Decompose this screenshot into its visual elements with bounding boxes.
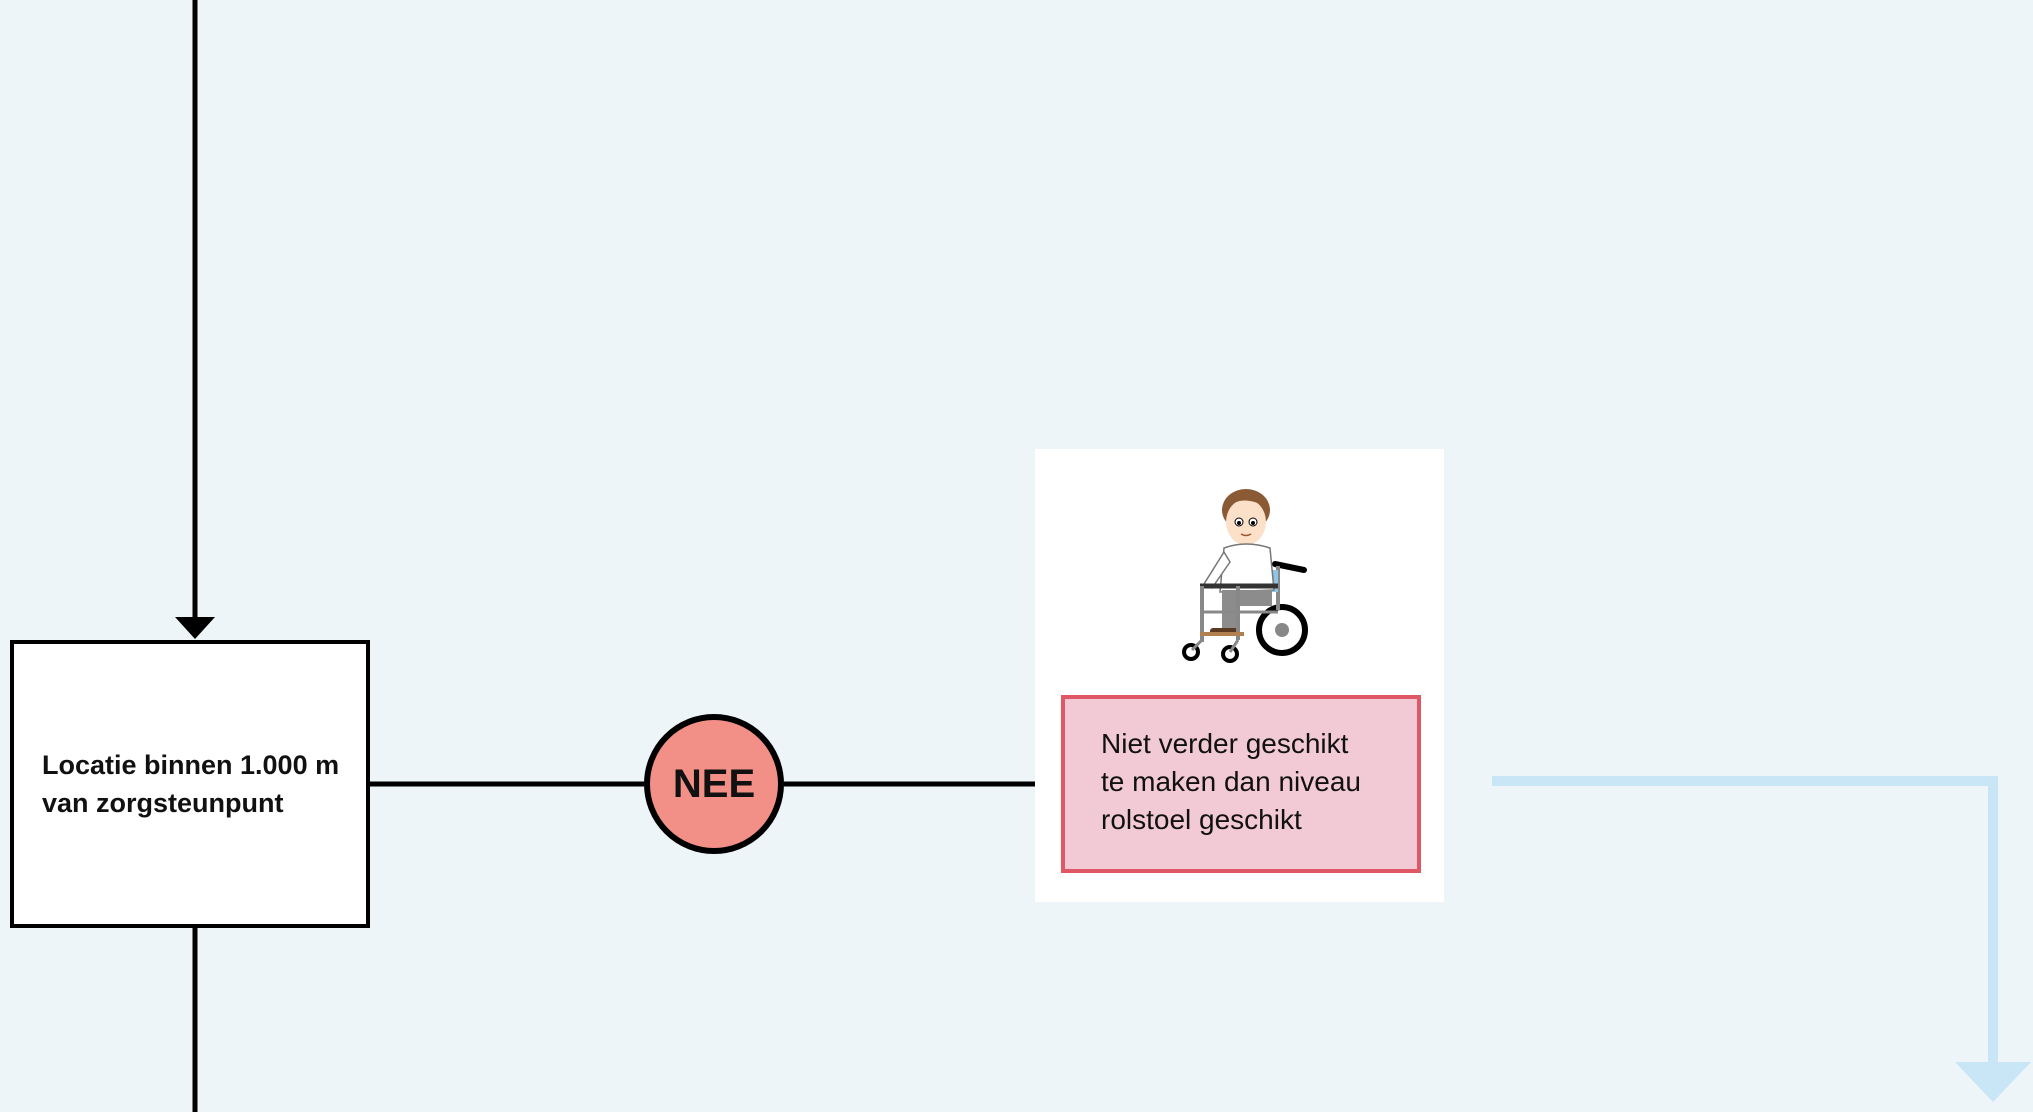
- wheelchair-user-icon: [1180, 482, 1330, 672]
- outcome-line-2: te maken dan niveau: [1101, 766, 1361, 797]
- incoming-arrowhead: [175, 617, 215, 639]
- continuation-arrowhead: [1955, 1062, 2031, 1102]
- decision-text: Locatie binnen 1.000 m van zorgsteunpunt: [42, 750, 340, 818]
- outcome-label: Niet verder geschikt te maken dan niveau…: [1061, 695, 1421, 873]
- outcome-line-1: Niet verder geschikt: [1101, 728, 1349, 759]
- outcome-line-3: rolstoel geschikt: [1101, 804, 1302, 835]
- branch-no-badge: NEE: [644, 714, 784, 854]
- outcome-card: Niet verder geschikt te maken dan niveau…: [1035, 449, 1444, 902]
- continuation-connector: [1492, 776, 1998, 1070]
- decision-box: Locatie binnen 1.000 m van zorgsteunpunt: [10, 640, 370, 928]
